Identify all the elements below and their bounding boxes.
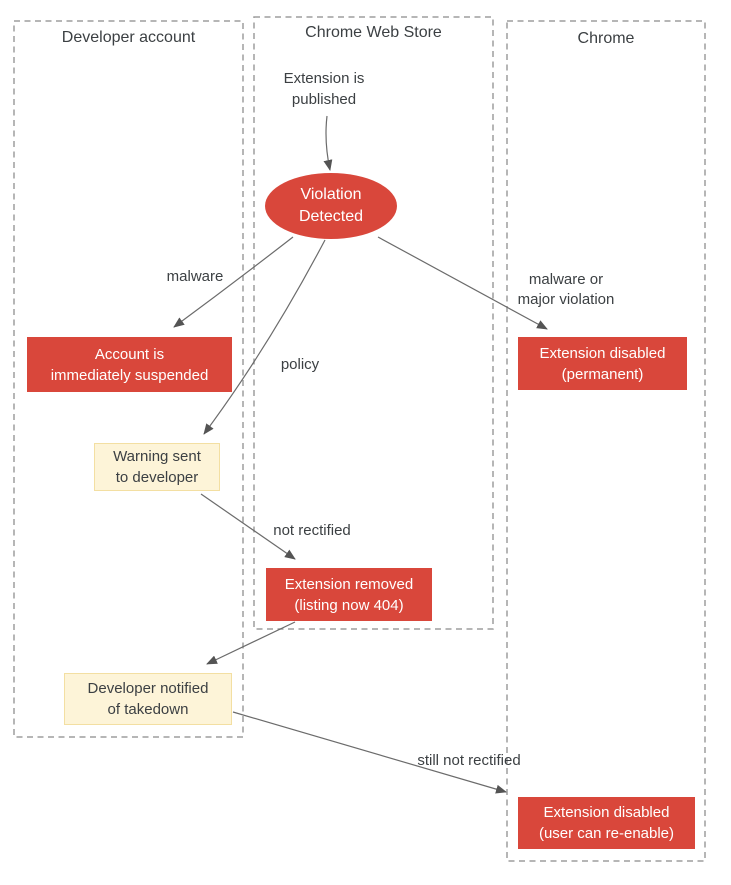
arrow-notified-to-disabled-reenable — [232, 711, 507, 794]
node-account-suspended: Account is immediately suspended — [27, 337, 232, 392]
edge-label-malware-or-major-violation: malware or major violation — [517, 271, 615, 308]
node-extension-published: Extension is published — [283, 70, 365, 108]
node-extension-disabled-permanent: Extension disabled (permanent) — [518, 337, 687, 390]
arrow-warning-to-removed — [200, 493, 296, 560]
lane-chrome-web-store — [253, 16, 494, 630]
edge-label-policy: policy — [280, 356, 320, 373]
lane-title-chrome-web-store: Chrome Web Store — [305, 24, 442, 41]
edge-label-malware: malware — [166, 268, 224, 285]
node-violation-detected: Violation Detected — [265, 173, 397, 239]
node-developer-notified: Developer notified of takedown — [64, 673, 232, 725]
edge-label-not-rectified: not rectified — [273, 522, 351, 539]
arrow-violation-to-account-suspended — [173, 236, 294, 328]
arrow-violation-to-disabled-permanent — [377, 236, 548, 330]
arrow-published-to-violation — [323, 115, 333, 171]
arrow-removed-to-notified — [206, 621, 296, 665]
lane-title-chrome: Chrome — [577, 30, 635, 47]
node-extension-disabled-reenable: Extension disabled (user can re-enable) — [518, 797, 695, 849]
node-warning-sent: Warning sent to developer — [94, 443, 220, 491]
edge-label-still-not-rectified: still not rectified — [417, 752, 521, 769]
lane-title-developer-account: Developer account — [61, 29, 196, 46]
node-extension-removed: Extension removed (listing now 404) — [266, 568, 432, 621]
arrow-violation-to-warning-sent — [203, 239, 326, 435]
lane-chrome — [506, 20, 706, 862]
